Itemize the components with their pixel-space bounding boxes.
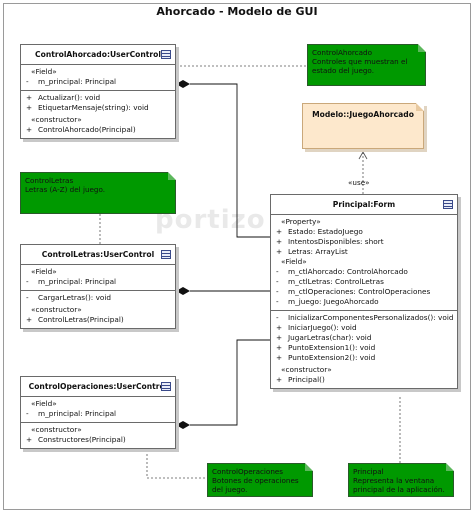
class-icon (161, 382, 171, 391)
class-name: ControlAhorcado:UserControl (35, 50, 161, 59)
class-header: ControlLetras:UserControl (21, 245, 175, 265)
member-row: -m_principal: Principal (26, 277, 117, 286)
member-row: +Principal() (276, 375, 325, 384)
stereotype-label: «Field» (31, 399, 57, 408)
stereotype-label: «constructor» (31, 115, 82, 124)
stereotype-label: «constructor» (281, 365, 332, 374)
note-body: Representa la ventana principal de la ap… (353, 476, 445, 494)
class-icon (443, 200, 453, 209)
use-label: «use» (348, 178, 370, 187)
note-principal[interactable]: Principal Representa la ventana principa… (348, 463, 454, 497)
member-row: +PuntoExtension2(): void (276, 353, 376, 362)
properties-section: «Property» +Estado: EstadoJuego +Intento… (271, 215, 457, 311)
member-row: -m_juego: JuegoAhorcado (276, 297, 379, 306)
member-row: +ControlLetras(Principal) (26, 315, 124, 324)
member-row: +Actualizar(): void (26, 93, 101, 102)
fields-section: «Field» -m_principal: Principal (21, 265, 175, 291)
methods-section: -InicializarComponentesPersonalizados():… (271, 311, 457, 388)
member-row: +IntentosDisponibles: short (276, 237, 384, 246)
stereotype-label: «Field» (281, 257, 307, 266)
note-link-operaciones (146, 454, 207, 479)
fields-section: «Field» -m_principal: Principal (21, 65, 175, 91)
stereotype-label: «constructor» (31, 425, 82, 434)
composition-ahorcado (190, 83, 270, 238)
member-row: +PuntoExtension1(): void (276, 343, 376, 352)
note-fold (305, 463, 313, 471)
stereotype-label: «Field» (31, 267, 57, 276)
class-header: ControlOperaciones:UserControl (21, 377, 175, 397)
stereotype-label: «Property» (281, 217, 321, 226)
note-body: Controles que muestran el estado del jue… (312, 57, 408, 75)
member-row: +Letras: ArrayList (276, 247, 348, 256)
note-title: ControlLetras (25, 176, 74, 185)
class-control-letras[interactable]: ControlLetras:UserControl «Field» -m_pri… (20, 244, 176, 329)
stereotype-label: «constructor» (31, 305, 82, 314)
methods-section: -CargarLetras(): void «constructor» +Con… (21, 291, 175, 328)
note-title: ControlAhorcado (312, 48, 372, 57)
member-row: +IniciarJuego(): void (276, 323, 357, 332)
composition-diamond-letras (176, 287, 190, 295)
member-row: +Estado: EstadoJuego (276, 227, 363, 236)
member-row: -m_principal: Principal (26, 77, 117, 86)
class-name: Principal:Form (332, 200, 396, 209)
member-row: +JugarLetras(char): void (276, 333, 372, 342)
note-control-operaciones[interactable]: ControlOperaciones Botones de operacione… (207, 463, 313, 497)
member-row: +ControlAhorcado(Principal) (26, 125, 136, 134)
diagram-title: Ahorcado - Modelo de GUI (156, 5, 318, 18)
fields-section: «Field» -m_principal: Principal (21, 397, 175, 423)
note-fold (168, 172, 176, 180)
note-body: Botones de operaciones del juego. (212, 476, 299, 494)
methods-section: +Actualizar(): void +EtiquetarMensaje(st… (21, 91, 175, 138)
model-fold (416, 103, 424, 111)
class-control-ahorcado[interactable]: ControlAhorcado:UserControl «Field» -m_p… (20, 44, 176, 139)
member-row: -CargarLetras(): void (26, 293, 112, 302)
member-row: +Constructores(Principal) (26, 435, 126, 444)
class-name: ControlLetras:UserControl (41, 250, 155, 259)
note-title: ControlOperaciones (212, 467, 284, 476)
class-header: ControlAhorcado:UserControl (21, 45, 175, 65)
class-icon (161, 50, 171, 59)
composition-diamond-ahorcado (176, 80, 190, 88)
class-icon (161, 250, 171, 259)
note-control-ahorcado[interactable]: ControlAhorcado Controles que muestran e… (307, 44, 426, 86)
note-control-letras[interactable]: ControlLetras Letras (A-Z) del juego. (20, 172, 176, 214)
class-header: Principal:Form (271, 195, 457, 215)
stereotype-label: «Field» (31, 67, 57, 76)
diagram-frame (3, 3, 471, 510)
note-body: Letras (A-Z) del juego. (25, 185, 106, 194)
note-fold (418, 44, 426, 52)
class-control-operaciones[interactable]: ControlOperaciones:UserControl «Field» -… (20, 376, 176, 449)
member-row: -m_ctlLetras: ControlLetras (276, 277, 384, 286)
use-arrowhead (358, 151, 368, 160)
composition-diamond-operaciones (176, 421, 190, 429)
member-row: -m_principal: Principal (26, 409, 117, 418)
class-principal[interactable]: Principal:Form «Property» +Estado: Estad… (270, 194, 458, 389)
member-row: -InicializarComponentesPersonalizados():… (276, 313, 454, 322)
constructors-section: «constructor» +Constructores(Principal) (21, 423, 175, 448)
class-name: Modelo::JuegoAhorcado (312, 110, 414, 119)
note-fold (446, 463, 454, 471)
member-row: -m_ctlOperaciones: ControlOperaciones (276, 287, 431, 296)
class-name: ControlOperaciones:UserControl (28, 382, 168, 391)
member-row: +EtiquetarMensaje(string): void (26, 103, 149, 112)
composition-operaciones (190, 339, 270, 426)
note-title: Principal (353, 467, 384, 476)
class-modelo-juego-ahorcado[interactable]: Modelo::JuegoAhorcado (302, 103, 424, 149)
member-row: -m_ctlAhorcado: ControlAhorcado (276, 267, 408, 276)
